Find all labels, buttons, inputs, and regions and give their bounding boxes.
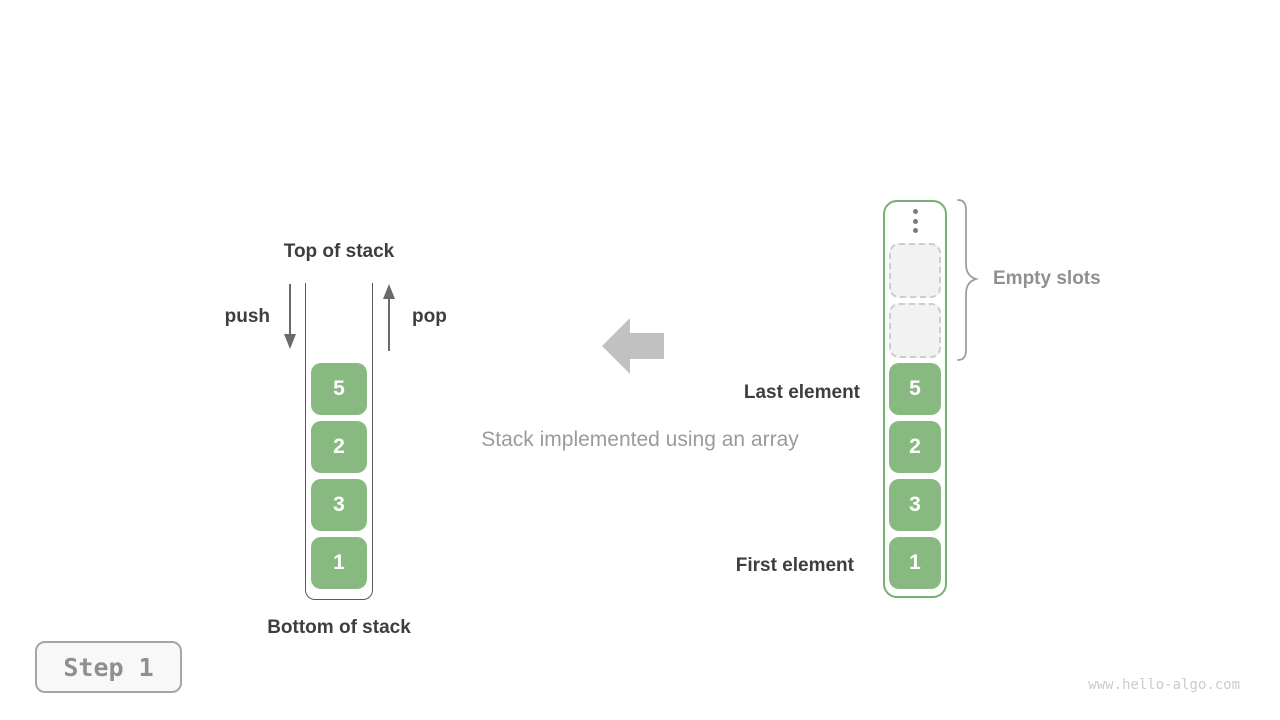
step-badge: Step 1 xyxy=(35,641,182,693)
stack-block: 2 xyxy=(311,421,367,473)
array-block: 3 xyxy=(889,479,941,531)
watermark-url: www.hello-algo.com xyxy=(1088,677,1240,693)
array-block: 2 xyxy=(889,421,941,473)
array-block: 5 xyxy=(889,363,941,415)
left-block-arrow-icon xyxy=(602,318,664,374)
push-down-arrow-icon xyxy=(284,284,296,349)
pop-up-arrow-icon xyxy=(383,284,395,351)
array-block: 1 xyxy=(889,537,941,589)
pop-label: pop xyxy=(412,306,447,327)
empty-slots-label: Empty slots xyxy=(993,268,1101,289)
empty-slot xyxy=(889,243,941,298)
bottom-of-stack-label: Bottom of stack xyxy=(267,617,411,638)
figure-caption: Stack implemented using an array xyxy=(481,428,799,451)
empty-slot xyxy=(889,303,941,358)
curly-brace-icon xyxy=(957,199,979,361)
stack-block: 3 xyxy=(311,479,367,531)
stack-block: 1 xyxy=(311,537,367,589)
top-of-stack-label: Top of stack xyxy=(283,241,395,262)
push-label: push xyxy=(224,306,270,327)
first-element-label: First element xyxy=(735,555,854,576)
vertical-ellipsis-icon xyxy=(912,209,918,233)
stack-block: 5 xyxy=(311,363,367,415)
last-element-label: Last element xyxy=(743,382,860,403)
